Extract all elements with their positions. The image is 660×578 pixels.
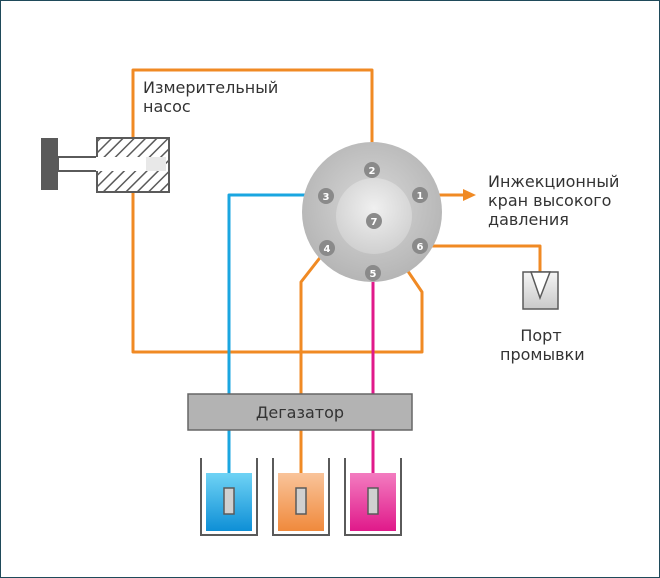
beaker-orange xyxy=(272,458,330,536)
valve-port-6: 6 xyxy=(412,238,428,254)
wash-port-label-line-1: Порт xyxy=(520,326,562,345)
pump-label-line-1: Измерительный xyxy=(143,78,279,97)
svg-text:3: 3 xyxy=(323,192,330,203)
wash-port-label: Порт промывки xyxy=(500,326,585,364)
pump-rod xyxy=(57,156,99,172)
pump-plate xyxy=(41,138,58,190)
injector-label-line-1: Инжекционный xyxy=(488,172,620,191)
valve-port-4: 4 xyxy=(319,240,335,256)
filter-icon xyxy=(367,487,379,515)
line-port-4-to-degasser xyxy=(299,249,328,394)
svg-text:4: 4 xyxy=(324,244,331,255)
valve-port-1: 1 xyxy=(412,187,428,203)
valve-port-7: 7 xyxy=(366,213,382,229)
filter-icon xyxy=(295,487,307,515)
degasser-box xyxy=(187,393,413,431)
svg-text:5: 5 xyxy=(370,269,377,280)
wash-port-label-line-2: промывки xyxy=(500,345,585,364)
filter-icon xyxy=(223,487,235,515)
beaker-blue xyxy=(200,458,258,536)
svg-text:2: 2 xyxy=(369,166,376,177)
metering-pump xyxy=(41,137,170,193)
pump-label: Измерительный насос xyxy=(143,78,278,116)
degasser-label: Дегазатор xyxy=(255,403,345,422)
svg-text:7: 7 xyxy=(371,217,378,228)
beaker-magenta xyxy=(344,458,402,536)
line-pump-to-port-2 xyxy=(131,68,374,168)
valve-ports: 1 2 3 4 5 6 7 xyxy=(318,162,428,281)
line-port-6-to-wash xyxy=(420,244,542,272)
line-port-3-to-degasser xyxy=(227,193,322,394)
wash-port xyxy=(522,271,559,310)
outlet-arrow-icon xyxy=(463,189,476,201)
injector-label-line-2: кран высокого xyxy=(488,191,612,210)
pump-label-line-2: насос xyxy=(143,97,191,116)
pump-piston-tip xyxy=(146,157,166,171)
injector-label-line-3: давления xyxy=(488,210,569,229)
solvent-beakers xyxy=(200,458,402,536)
svg-text:1: 1 xyxy=(417,191,424,202)
valve-port-3: 3 xyxy=(318,188,334,204)
svg-text:6: 6 xyxy=(417,242,424,253)
valve-port-2: 2 xyxy=(364,162,380,178)
orange-tubing xyxy=(131,68,542,495)
valve-port-5: 5 xyxy=(365,265,381,281)
wash-port-funnel-icon xyxy=(529,271,552,301)
injector-label: Инжекционный кран высокого давления xyxy=(488,172,619,229)
